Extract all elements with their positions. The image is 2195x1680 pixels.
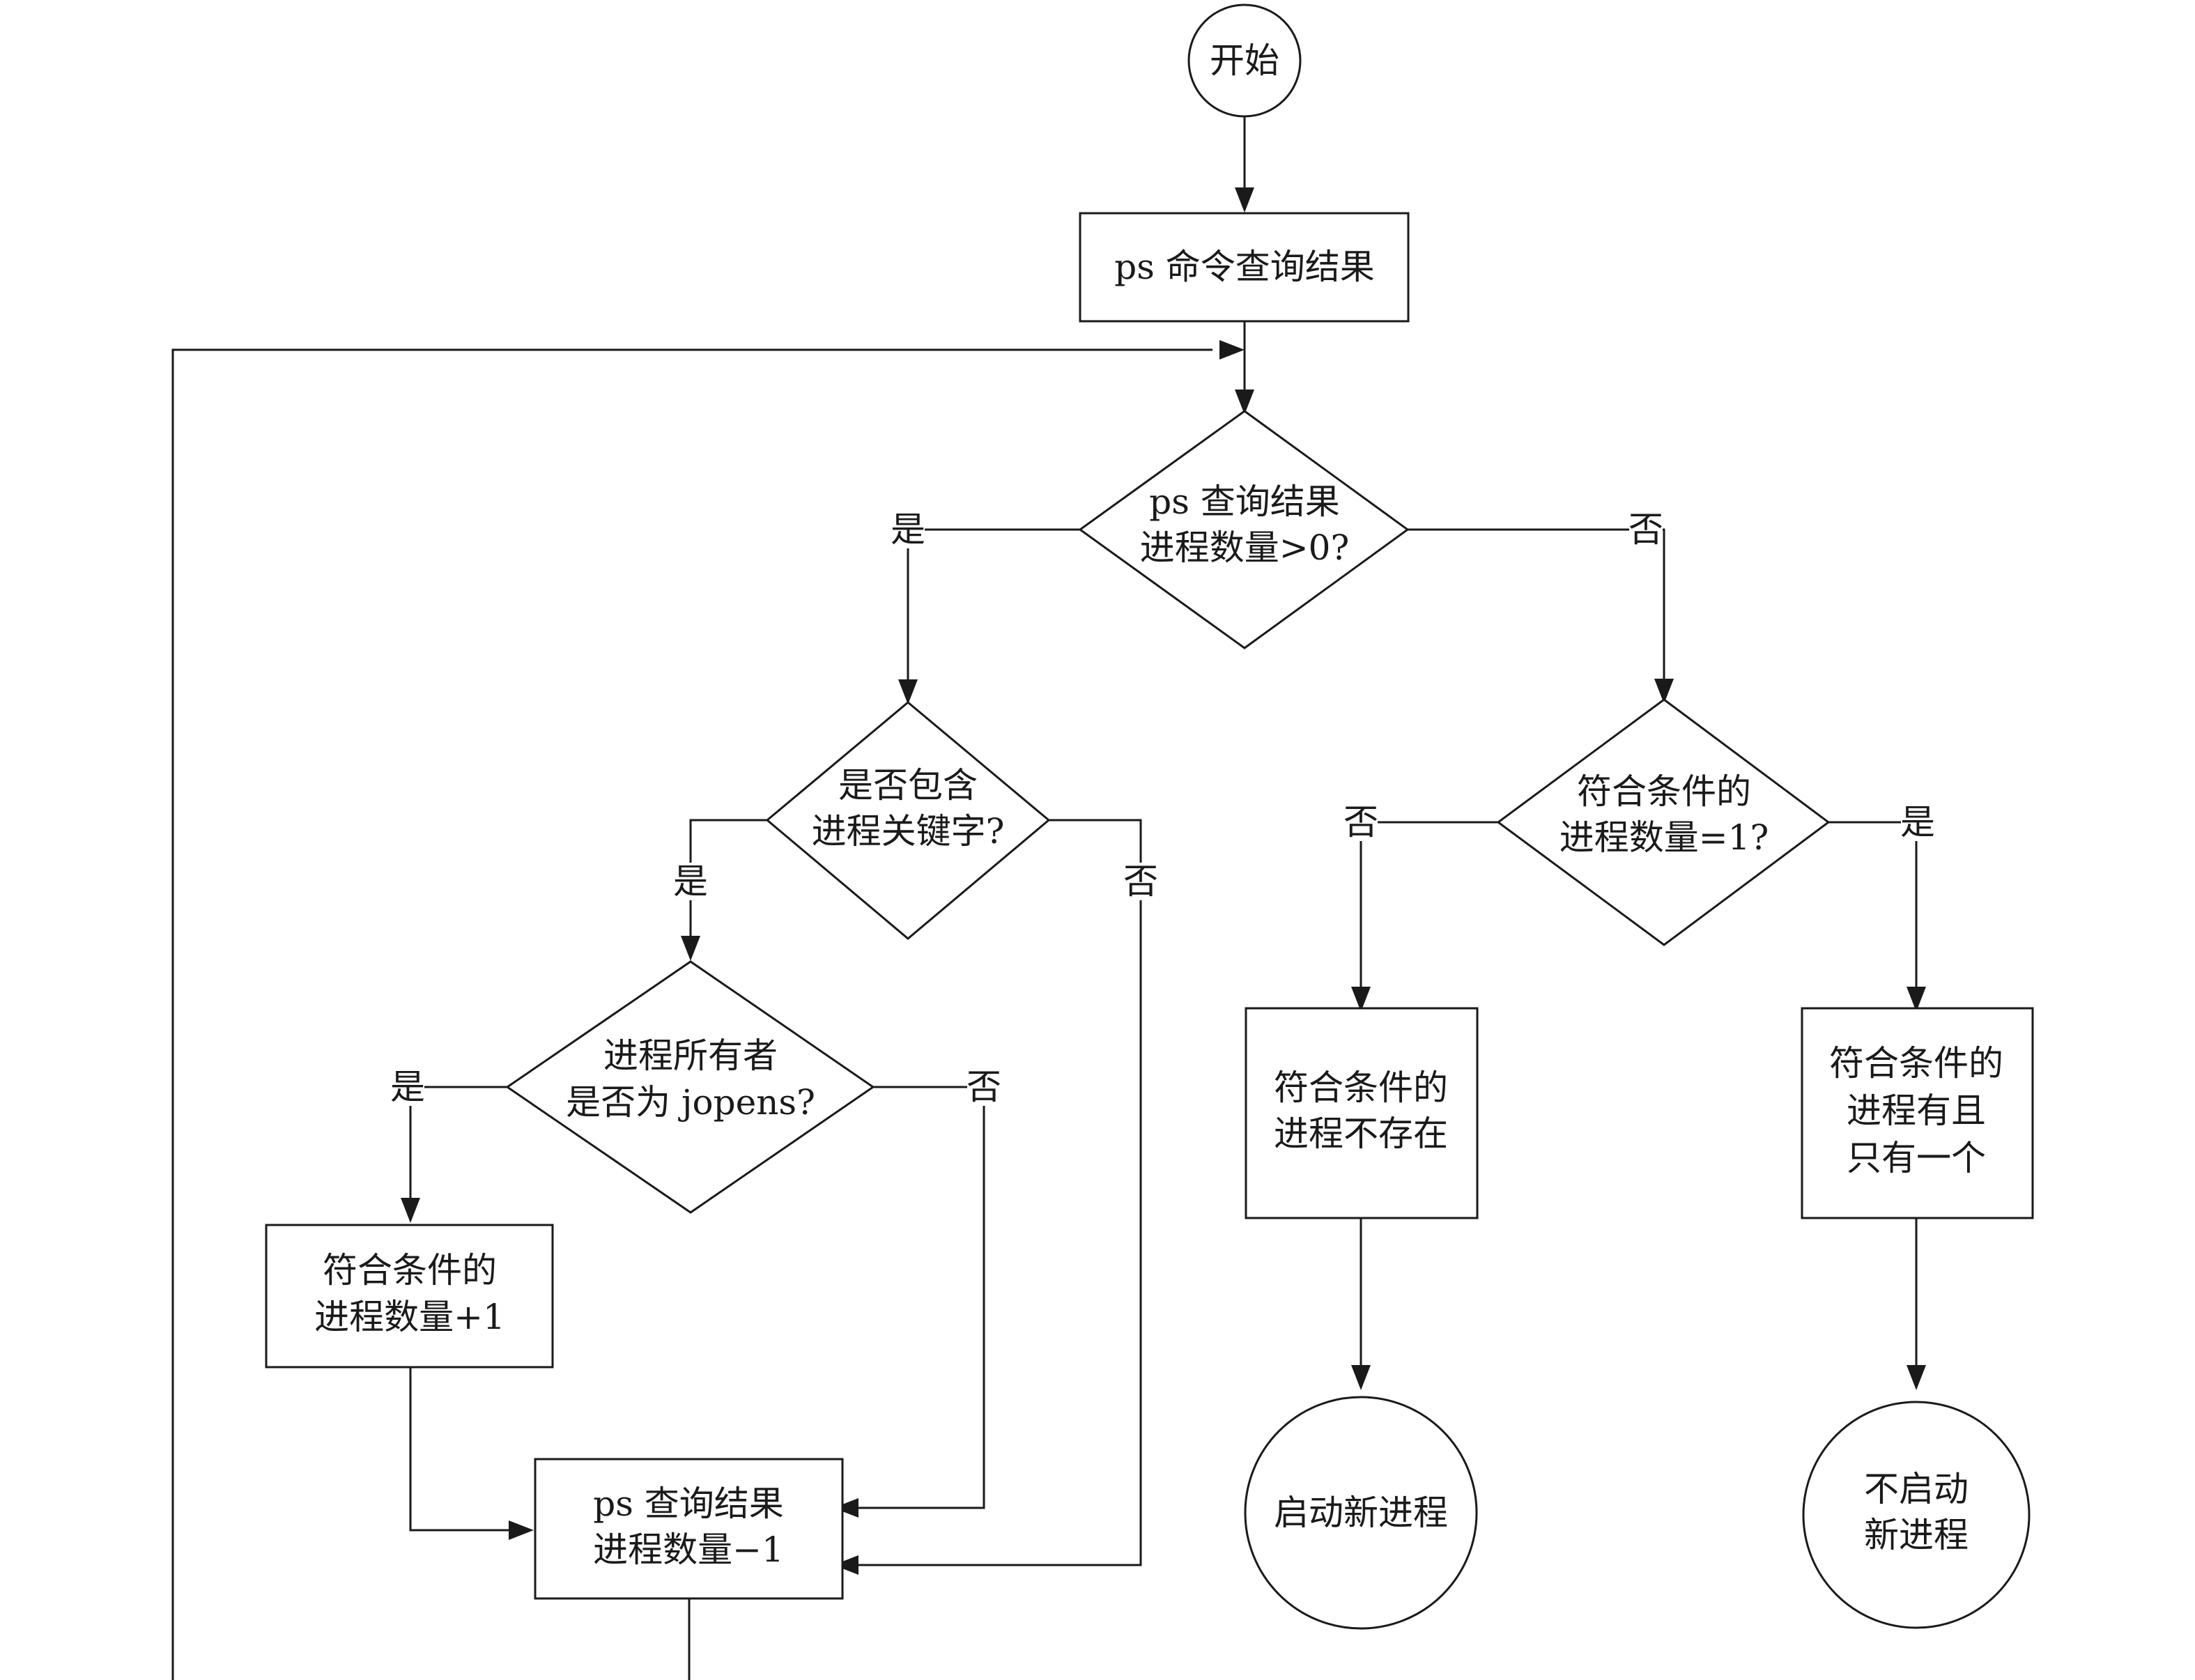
edge-loop-back [171, 348, 1212, 1680]
decrement-box: ps 查询结果 进程数量−1 [534, 1458, 844, 1600]
exactly-one-line-3: 只有一个 [1847, 1138, 1986, 1178]
decrement-line-2: 进程数量−1 [593, 1529, 784, 1570]
exactly-one-line-2: 进程有且 [1847, 1091, 1986, 1131]
start-new-label: 启动新进程 [1274, 1493, 1448, 1533]
edge-label-keyword-no: 否 [1123, 861, 1158, 902]
edge-owner-no [858, 1086, 985, 1509]
arrowhead [681, 936, 700, 961]
increment-line-1: 符合条件的 [323, 1250, 497, 1290]
arrowhead [1219, 340, 1245, 360]
arrowheads [401, 187, 1926, 1575]
decision-owner-line-1: 进程所有者 [603, 1035, 778, 1076]
edge-label-match-yes: 是 [1900, 802, 1935, 842]
arrowhead [401, 1198, 420, 1223]
exactly-one-line-1: 符合条件的 [1829, 1043, 2003, 1084]
edge-match-no [1360, 821, 1498, 987]
no-start-new-node: 不启动 新进程 [1802, 1401, 2031, 1629]
edge-keyword-no [858, 819, 1142, 1566]
edge-label-owner-no: 否 [966, 1067, 1001, 1107]
edge-increment-to-decrement [409, 1367, 509, 1532]
arrowhead [1351, 987, 1371, 1012]
decision-owner-line-2: 是否为 jopens? [566, 1082, 815, 1123]
arrowhead [1235, 187, 1254, 213]
edge-match-yes [1828, 821, 1918, 987]
edge-label-owner-yes: 是 [390, 1067, 425, 1107]
increment-line-2: 进程数量+1 [314, 1297, 505, 1337]
not-exist-line-2: 进程不存在 [1274, 1113, 1448, 1154]
not-exist-box: 符合条件的 进程不存在 [1245, 1007, 1479, 1219]
arrowhead [1235, 390, 1254, 415]
arrowhead [1654, 679, 1674, 704]
arrowhead [1907, 1365, 1926, 1390]
decision-count: ps 查询结果 进程数量>0? [1078, 410, 1410, 649]
decision-keyword-line-1: 是否包含 [838, 765, 978, 806]
exactly-one-box: 符合条件的 进程有且 只有一个 [1801, 1007, 2034, 1219]
edge-label-count-yes: 是 [891, 509, 925, 550]
edge-count-yes [907, 528, 1080, 680]
decision-match-line-1: 符合条件的 [1577, 771, 1751, 812]
start-node: 开始 [1187, 3, 1302, 118]
decision-match-line-2: 进程数量=1? [1559, 817, 1769, 858]
arrowhead [509, 1520, 534, 1540]
ps-result-label: ps 命令查询结果 [1114, 247, 1375, 287]
arrowhead [833, 1498, 858, 1518]
edge-label-match-no: 否 [1343, 802, 1378, 842]
no-start-new-line-1: 不启动 [1864, 1469, 1969, 1509]
arrowhead [898, 679, 918, 704]
decision-keyword: 是否包含 进程关键字? [765, 701, 1051, 940]
arrowhead [1351, 1365, 1371, 1390]
arrowhead [833, 1555, 858, 1575]
decision-owner: 进程所有者 是否为 jopens? [505, 960, 875, 1214]
arrowhead [1907, 987, 1926, 1012]
decrement-line-1: ps 查询结果 [593, 1484, 784, 1524]
edge-label-count-no: 否 [1628, 509, 1663, 550]
ps-result-box: ps 命令查询结果 [1079, 212, 1410, 323]
no-start-new-line-2: 新进程 [1864, 1515, 1969, 1555]
edge-labels: 是 否 是 否 是 否 否 是 [390, 509, 1935, 1107]
decision-count-line-2: 进程数量>0? [1140, 527, 1350, 568]
increment-box: 符合条件的 进程数量+1 [265, 1224, 554, 1369]
edge-count-no [1408, 528, 1665, 679]
decision-keyword-line-2: 进程关键字? [812, 811, 1005, 851]
edge-label-keyword-yes: 是 [673, 861, 708, 902]
start-label: 开始 [1210, 40, 1279, 81]
decision-match-one: 符合条件的 进程数量=1? [1496, 698, 1831, 946]
decision-count-line-1: ps 查询结果 [1149, 481, 1340, 522]
start-new-node: 启动新进程 [1244, 1396, 1478, 1630]
not-exist-line-1: 符合条件的 [1274, 1068, 1448, 1108]
